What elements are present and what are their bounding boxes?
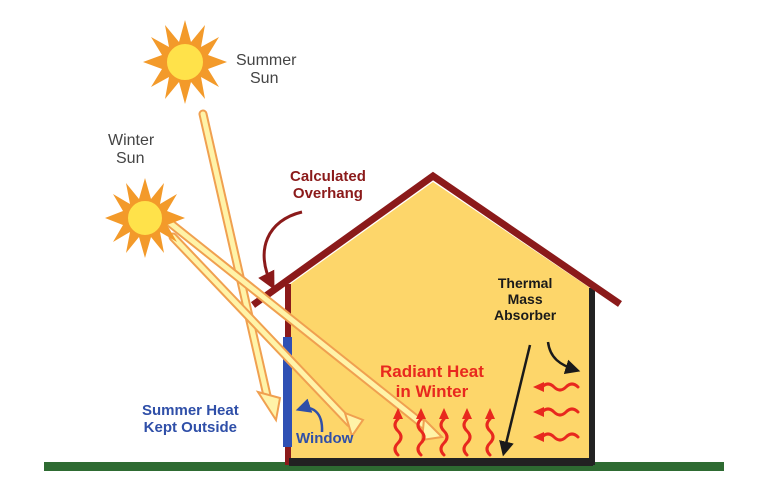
winter-sun-label-line1: Winter <box>108 132 155 149</box>
winter-sun-beam-lower <box>160 214 445 442</box>
summer-sun-label-line1: Summer <box>236 52 297 69</box>
summer-sun-label-line2: Sun <box>250 70 279 88</box>
mass-wave-3 <box>540 432 580 442</box>
heat-wave-3 <box>439 417 449 457</box>
thermal-mass-arrow-short <box>546 341 581 375</box>
mass-wave-2 <box>540 407 580 417</box>
overhang-label: Calculated Overhang <box>290 168 366 203</box>
heat-wave-2 <box>416 417 426 457</box>
house-floor <box>289 458 593 466</box>
summer-sun-icon <box>143 20 227 104</box>
heat-wave-1 <box>393 417 403 457</box>
window-label: Window <box>296 430 354 447</box>
summer-sun-beam <box>198 109 282 423</box>
radiant-heat-label: Radiant Heat in Winter <box>380 362 484 401</box>
ground-line <box>44 462 724 471</box>
summer-heat-label: Summer Heat Kept Outside <box>142 402 239 437</box>
winter-sun-label: Winter Sun <box>108 132 154 169</box>
radiant-heat-waves <box>393 408 495 457</box>
window <box>283 337 292 447</box>
thermal-mass-label-line2: Mass <box>507 291 543 308</box>
thermal-mass-label-line3: Absorber <box>494 307 557 324</box>
thermal-mass-label: Thermal Mass Absorber <box>494 275 556 323</box>
summer-sun-label: Summer Sun <box>236 52 296 89</box>
summer-heat-label-line2: Kept Outside <box>143 419 238 437</box>
thermal-mass-arrow-long <box>499 344 532 457</box>
winter-sun-label-line2: Sun <box>116 150 145 168</box>
summer-heat-label-line1: Summer Heat <box>142 402 239 419</box>
radiant-heat-label-line2: in Winter <box>395 381 469 401</box>
overhang-label-line2: Overhang <box>292 185 363 203</box>
overhang-arrow <box>258 210 303 290</box>
house-right-wall <box>589 288 595 465</box>
radiant-heat-label-line1: Radiant Heat <box>380 362 484 381</box>
thermal-mass-label-line1: Thermal <box>497 275 553 291</box>
heat-wave-4 <box>462 417 472 457</box>
mass-wave-1 <box>540 382 580 392</box>
heat-wave-5 <box>485 417 495 457</box>
winter-sun-icon <box>105 178 185 258</box>
winter-sun-beam-upper <box>168 232 365 439</box>
overhang-label-line1: Calculated <box>290 168 366 185</box>
roof <box>250 171 622 308</box>
thermal-mass-waves <box>533 382 580 442</box>
window-arrow <box>295 398 324 433</box>
